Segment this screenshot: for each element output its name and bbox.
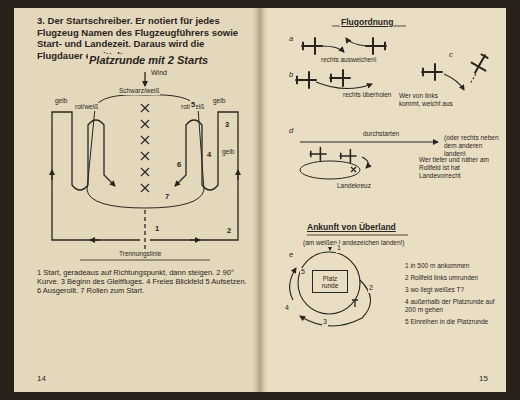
- callout-number: 2: [368, 284, 374, 293]
- flight-rules-sketches-part: [322, 46, 344, 52]
- airfield-circuit-part: [144, 72, 145, 86]
- flight-rules-sketches-part: [310, 148, 326, 161]
- airfield-circuit-part: [141, 104, 149, 192]
- callout-number: 5: [300, 268, 306, 277]
- list-item: 4 außerhalb der Platzrunde auf 200 m geh…: [404, 298, 502, 314]
- flight-rules-sketches-part: [366, 38, 386, 54]
- color-label: rot/weiß: [74, 103, 99, 111]
- airfield-circuit-part: [52, 112, 140, 240]
- book-pages-part: [250, 8, 270, 392]
- callout-number: 1: [154, 224, 160, 233]
- flight-rules-sketches-part: [302, 38, 322, 54]
- arrival-sketch: [290, 240, 371, 326]
- field-box: Platz runde: [312, 270, 348, 293]
- wind-label: Wind: [150, 69, 168, 78]
- flight-rules-sketches-part: [330, 70, 350, 86]
- color-label: gelb: [221, 148, 235, 156]
- color-label: gelb: [212, 97, 226, 105]
- callout-number: 7: [164, 192, 170, 201]
- flight-rules-sketches-part: [346, 38, 366, 46]
- item-letter: e: [288, 250, 294, 259]
- callout-number: 3: [224, 120, 230, 129]
- airfield-circuit-part: [237, 170, 238, 180]
- flight-rules-sketches-part: [300, 161, 360, 179]
- callout-number: 5: [190, 100, 196, 109]
- book-pages-part: [260, 8, 506, 392]
- callout-number: 1: [336, 244, 342, 253]
- flight-rules-sketches-part: [468, 51, 492, 76]
- note-text: (am weißen Landezeichen landen!): [302, 239, 406, 247]
- airfield-circuit-part: [51, 170, 52, 180]
- list-item: 5 Einreihen in die Platzrunde: [404, 318, 502, 326]
- caption-text: 1 Start, geradeaus auf Richtungspunkt, d…: [36, 268, 250, 295]
- note-text: rechts ausweichen!: [320, 56, 378, 64]
- airfield-circuit-part: [144, 210, 145, 252]
- flight-rules-sketches-part: [444, 74, 464, 90]
- section-heading: Ankunft von Überland: [306, 222, 397, 232]
- note-text: Wer tiefer und näher am Rollfeld ist hat…: [418, 156, 502, 180]
- list-item: 2 Rollfeld links umrunden: [404, 274, 502, 282]
- flight-rules-sketches-part: [300, 141, 438, 142]
- flight-rules-sketches-part: [307, 235, 408, 236]
- flight-rules-sketches-part: [340, 150, 356, 163]
- line-label: Trennungslinie: [118, 250, 162, 258]
- item-letter: b: [288, 70, 294, 79]
- flight-rules-sketches-part: [316, 82, 372, 89]
- note-text: Wer von links kommt, weicht aus: [398, 92, 454, 108]
- callout-number: 4: [206, 150, 212, 159]
- item-letter: c: [448, 50, 454, 59]
- color-label: Schwarz/weiß: [118, 87, 160, 95]
- flight-rules-sketches-part: [422, 64, 442, 80]
- list-item: 3 wo liegt weißes T?: [404, 286, 502, 294]
- callout-number: 6: [176, 160, 182, 169]
- airfield-circuit-part: [80, 260, 210, 261]
- airfield-circuit: [52, 72, 238, 260]
- note-text: durchstarten: [362, 130, 400, 138]
- arrival-sketch-part: [290, 268, 296, 300]
- item-letter: d: [288, 126, 294, 135]
- flight-rules-sketches-part: [351, 167, 356, 172]
- note-text: Landekreuz: [336, 182, 372, 190]
- flight-rules-sketches: [296, 26, 492, 235]
- flight-rules-sketches-part: [470, 74, 476, 84]
- page-number: 14: [36, 374, 47, 384]
- flight-rules-sketches-part: [362, 157, 368, 168]
- arrival-sketch-part: [352, 300, 358, 307]
- arrival-sketch-part: [298, 252, 360, 314]
- callout-number: 2: [226, 226, 232, 235]
- note-text: rechts überholen: [342, 91, 392, 99]
- airfield-circuit-part: [150, 112, 238, 240]
- list-item: 1 in 500 m ankommen: [404, 262, 502, 270]
- flight-rules-sketches-part: [296, 72, 316, 88]
- callout-number: 4: [284, 304, 290, 313]
- item-letter: a: [288, 34, 294, 43]
- book-pages-part: [14, 8, 261, 392]
- airfield-circuit-part: [90, 239, 100, 240]
- field-label: Platz runde: [315, 275, 345, 290]
- callout-number: 3: [322, 318, 328, 327]
- note-text: (oder rechts neben dem anderen landen): [443, 134, 503, 158]
- section-heading: Flugordnung: [340, 17, 394, 27]
- color-label: gelb: [54, 97, 68, 105]
- diagram-title: Platzrunde mit 2 Starts: [88, 54, 209, 67]
- airfield-circuit-part: [190, 239, 200, 240]
- page-number: 15: [478, 374, 489, 384]
